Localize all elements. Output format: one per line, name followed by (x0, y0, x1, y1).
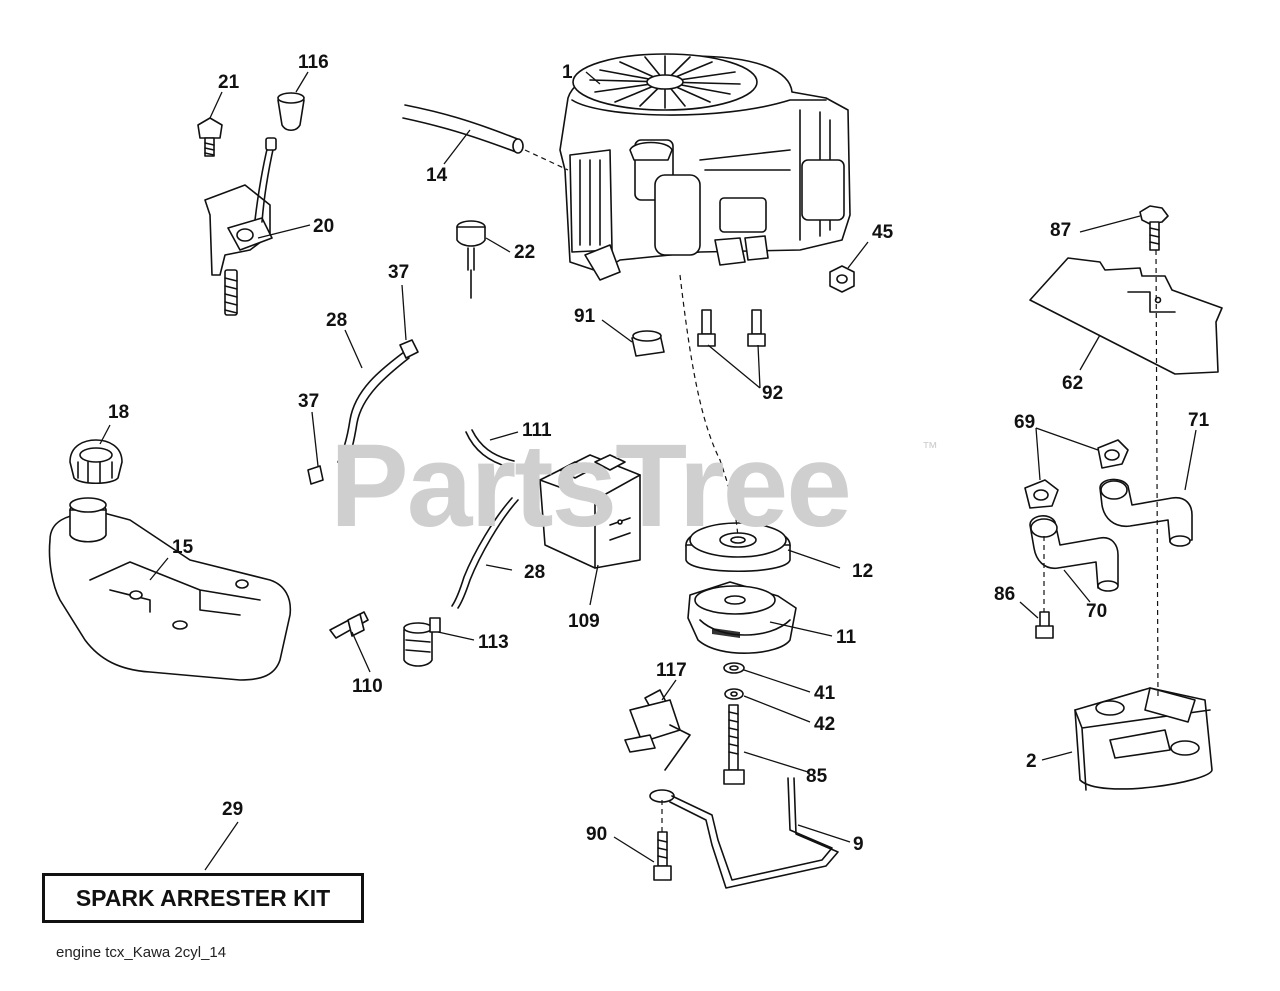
callout-90[interactable]: 90 (586, 824, 607, 845)
callout-85[interactable]: 85 (806, 766, 828, 787)
leader-lines (99, 71, 1197, 871)
callout-70[interactable]: 70 (1086, 601, 1107, 622)
watermark-brand: PartsTree (330, 420, 852, 552)
callout-110[interactable]: 110 (352, 676, 383, 697)
plug-part-22[interactable] (456, 220, 486, 299)
clamp-part-37b[interactable] (307, 465, 324, 485)
callout-111[interactable]: 111 (522, 420, 552, 441)
callout-91[interactable]: 91 (574, 306, 596, 327)
callout-29[interactable]: 29 (222, 799, 243, 820)
callout-62[interactable]: 62 (1062, 373, 1083, 394)
callout-labels: 1 2 9 11 12 14 15 18 20 21 22 28 28 29 3… (108, 52, 1210, 855)
callout-14[interactable]: 14 (426, 165, 448, 186)
clutch-part-11[interactable] (687, 581, 797, 654)
watermark-trademark: ™ (922, 440, 938, 457)
callout-20[interactable]: 20 (313, 216, 334, 237)
clamp-part-37a[interactable] (399, 339, 419, 359)
bolt-part-86[interactable] (1035, 611, 1054, 639)
callout-11[interactable]: 11 (836, 627, 857, 648)
callout-22[interactable]: 22 (514, 242, 535, 263)
valve-part-117[interactable] (624, 689, 691, 771)
relay-part-109[interactable] (539, 454, 641, 569)
bolt-part-87[interactable] (1139, 205, 1169, 251)
callout-18[interactable]: 18 (108, 402, 129, 423)
fuel-line-part-28a[interactable] (337, 351, 410, 465)
bolt-part-92b[interactable] (747, 309, 766, 347)
hose-part-14[interactable] (402, 104, 569, 171)
callout-86[interactable]: 86 (994, 584, 1015, 605)
callout-1[interactable]: 1 (562, 62, 573, 83)
fuel-line-part-28b[interactable] (451, 497, 519, 609)
nut-part-45[interactable] (829, 265, 855, 293)
callout-28a[interactable]: 28 (326, 310, 347, 331)
bushing-part-91[interactable] (631, 330, 665, 357)
callout-92[interactable]: 92 (762, 383, 783, 404)
fuel-cap-part-18[interactable] (69, 439, 123, 485)
bolt-part-85[interactable] (723, 704, 745, 785)
callout-113[interactable]: 113 (478, 632, 509, 653)
shield-part-62[interactable] (1029, 257, 1223, 375)
alignment-lines (661, 249, 1159, 832)
callout-41[interactable]: 41 (814, 683, 836, 704)
bolt-part-90[interactable] (653, 831, 672, 881)
bolt-part-92a[interactable] (697, 309, 716, 347)
callout-45[interactable]: 45 (872, 222, 894, 243)
knob-part-116[interactable] (277, 92, 305, 132)
callout-109[interactable]: 109 (568, 611, 600, 632)
callout-21[interactable]: 21 (218, 72, 240, 93)
fuel-tank-part-15[interactable] (48, 497, 292, 681)
callout-28b[interactable]: 28 (524, 562, 545, 583)
callout-87[interactable]: 87 (1050, 220, 1071, 241)
fuel-line-part-111[interactable] (465, 429, 515, 469)
washer-part-42[interactable] (724, 688, 744, 700)
spark-arrester-kit-label: SPARK ARRESTER KIT (75, 884, 331, 911)
callout-15[interactable]: 15 (172, 537, 194, 558)
pipe-part-71[interactable] (1099, 478, 1193, 547)
callout-117[interactable]: 117 (656, 660, 687, 681)
gasket-part-69b[interactable] (1024, 479, 1059, 509)
callout-71[interactable]: 71 (1188, 410, 1210, 431)
callout-2[interactable]: 2 (1026, 751, 1037, 772)
engine-part-1[interactable] (559, 53, 851, 281)
diagram-caption: engine tcx_Kawa 2cyl_14 (56, 944, 227, 961)
callout-37a[interactable]: 37 (388, 262, 409, 283)
filter-part-110[interactable] (329, 611, 369, 639)
washer-part-41[interactable] (723, 662, 745, 674)
choke-assembly-part-20[interactable] (204, 137, 277, 316)
callout-37b[interactable]: 37 (298, 391, 319, 412)
bolt-part-21[interactable] (197, 117, 223, 157)
bracket-part-9[interactable] (649, 777, 839, 889)
callout-12[interactable]: 12 (852, 561, 873, 582)
muffler-part-2[interactable] (1074, 687, 1213, 791)
callout-116[interactable]: 116 (298, 52, 329, 73)
pulley-part-12[interactable] (685, 522, 791, 573)
callout-69[interactable]: 69 (1014, 412, 1035, 433)
valve-part-113[interactable] (403, 617, 441, 667)
callout-42[interactable]: 42 (814, 714, 835, 735)
pipe-part-70[interactable] (1029, 515, 1119, 592)
callout-9[interactable]: 9 (853, 834, 864, 855)
spark-arrester-kit-box[interactable]: SPARK ARRESTER KIT (42, 873, 364, 923)
gasket-part-69a[interactable] (1097, 439, 1129, 469)
